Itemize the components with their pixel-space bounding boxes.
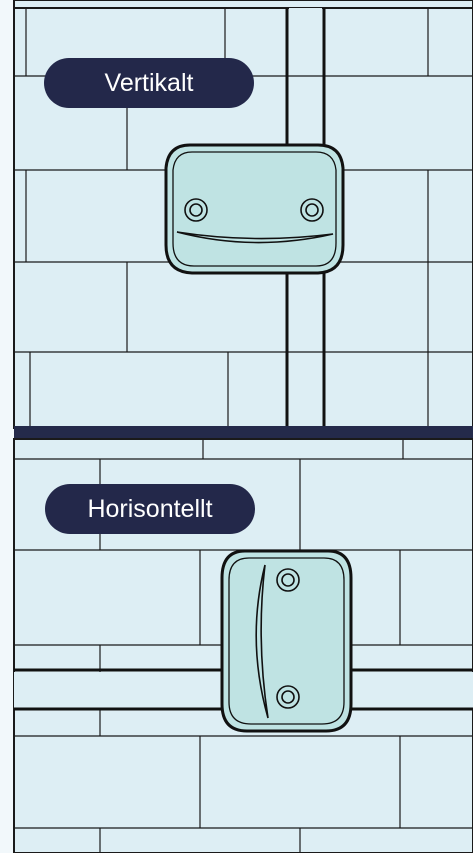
wall-sensor-icon <box>164 143 345 275</box>
screw-icon <box>300 198 324 222</box>
screw-icon <box>184 198 208 222</box>
label-horizontal: Horisontellt <box>45 484 255 534</box>
label-horizontal-text: Horisontellt <box>87 494 213 523</box>
label-vertical-text: Vertikalt <box>104 68 194 97</box>
vertical-device <box>164 143 345 275</box>
label-vertical: Vertikalt <box>44 58 254 108</box>
horizontal-device <box>220 549 353 733</box>
screw-icon <box>276 568 300 592</box>
screw-icon <box>276 685 300 709</box>
section-divider <box>14 426 473 439</box>
wall-sensor-icon <box>220 549 353 733</box>
